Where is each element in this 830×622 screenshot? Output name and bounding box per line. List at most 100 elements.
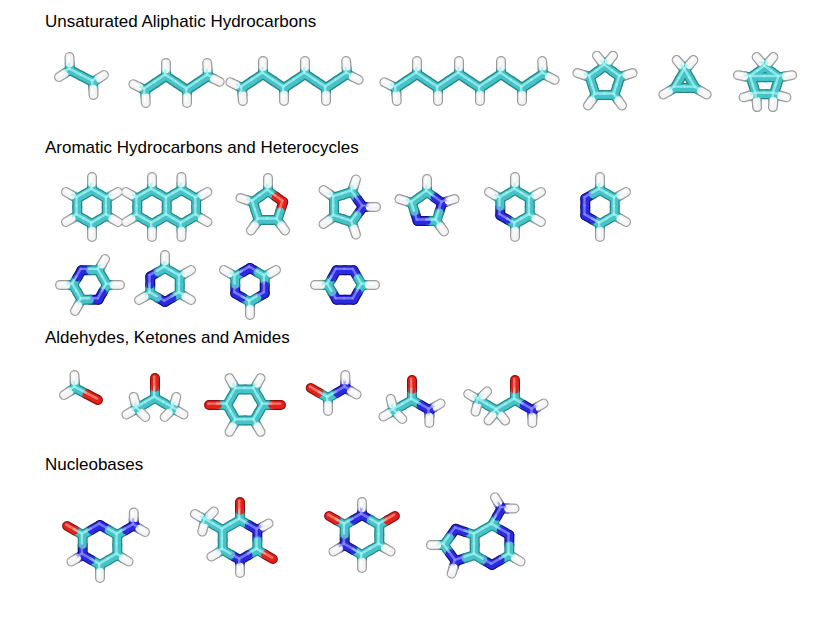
bond-stick xyxy=(583,206,585,215)
bond-stick xyxy=(589,70,597,76)
bond-stick xyxy=(89,268,98,270)
bond-stick xyxy=(336,268,345,270)
bond-stick xyxy=(272,401,281,409)
bond-stick xyxy=(164,296,171,300)
bond-stick xyxy=(248,549,257,554)
bond-stick xyxy=(163,402,172,407)
bond-stick xyxy=(439,202,442,211)
bond-stick xyxy=(81,544,83,554)
bond-stick xyxy=(360,501,362,508)
bond-stick xyxy=(178,275,180,284)
bond-stick xyxy=(535,191,541,194)
bond-stick xyxy=(60,280,67,290)
bond-stick xyxy=(507,506,514,508)
bond-stick xyxy=(250,224,254,229)
bond-stick xyxy=(65,217,71,220)
bond-stick xyxy=(342,190,351,193)
bond-stick xyxy=(67,56,70,62)
bond-stick xyxy=(213,524,222,529)
bond-stick xyxy=(303,60,305,67)
bond-stick xyxy=(420,404,429,409)
bond-stick xyxy=(126,410,131,413)
bond-stick xyxy=(248,307,250,314)
bond-stick xyxy=(614,85,617,94)
bond-stick xyxy=(324,93,326,100)
bond-stick xyxy=(145,397,154,402)
bond-stick xyxy=(81,268,90,270)
bond-stick xyxy=(234,292,241,296)
bond-stick xyxy=(467,393,472,396)
bond-stick xyxy=(98,291,102,298)
bond-stick xyxy=(91,524,100,529)
bond-stick xyxy=(81,297,90,299)
bond-stick xyxy=(258,396,263,404)
bond-stick xyxy=(487,404,496,409)
bond-stick xyxy=(410,389,412,399)
bond-stick xyxy=(333,193,342,196)
bond-stick xyxy=(239,554,248,559)
bond-stick xyxy=(234,271,241,275)
bond-stick xyxy=(523,404,532,409)
bond-stick xyxy=(499,214,506,218)
bond-stick xyxy=(149,292,156,296)
bond-layer xyxy=(58,54,791,576)
bond-stick xyxy=(344,268,353,270)
bond-stick xyxy=(584,214,591,218)
bond-stick xyxy=(357,276,361,283)
bond-stick xyxy=(496,404,505,409)
bond-stick xyxy=(252,201,255,210)
bond-stick xyxy=(164,62,166,69)
bond-stick xyxy=(264,553,272,558)
bond-stick xyxy=(608,54,612,59)
bond-stick xyxy=(327,284,331,291)
bond-stick xyxy=(75,197,77,206)
bond-stick xyxy=(267,217,276,219)
bond-stick xyxy=(163,254,165,261)
bond-stick xyxy=(258,217,267,219)
bond-stick xyxy=(108,554,117,559)
bond-stick xyxy=(241,80,252,87)
bond-stick xyxy=(271,402,280,404)
bond-stick xyxy=(344,544,353,549)
bond-stick xyxy=(151,218,158,222)
bond-stick xyxy=(443,536,449,544)
bond-stick xyxy=(331,269,335,276)
bond-stick xyxy=(238,565,240,572)
bond-stick xyxy=(263,275,265,284)
bond-stick xyxy=(353,269,357,276)
bond-stick xyxy=(244,418,253,420)
bond-stick xyxy=(370,544,379,549)
bond-stick xyxy=(351,213,357,221)
bond-stick xyxy=(157,267,164,271)
bond-stick xyxy=(262,73,273,80)
bond-stick xyxy=(353,178,355,184)
bond-stick xyxy=(315,281,322,289)
bond-stick xyxy=(592,189,599,193)
bond-stick xyxy=(114,280,121,290)
bond-stick xyxy=(72,284,76,291)
bond-stick xyxy=(361,514,370,519)
bond-stick xyxy=(201,217,207,220)
bond-stick xyxy=(333,547,339,550)
bond-stick xyxy=(153,377,155,387)
bond-stick xyxy=(257,271,264,275)
bond-stick xyxy=(370,519,379,524)
bond-stick xyxy=(181,218,188,222)
bond-stick xyxy=(511,80,522,87)
bond-stick xyxy=(235,418,244,420)
bond-stick xyxy=(607,214,614,218)
bond-stick xyxy=(194,197,196,206)
bond-stick xyxy=(266,177,268,184)
bond-stick xyxy=(105,197,107,206)
bond-stick xyxy=(508,505,515,513)
bond-stick xyxy=(208,402,217,404)
bond-stick xyxy=(231,411,236,419)
bond-stick xyxy=(448,198,454,200)
bond-stick xyxy=(165,197,167,206)
bond-stick xyxy=(522,193,529,197)
bond-stick xyxy=(179,176,181,183)
bond-stick xyxy=(451,566,453,572)
bond-stick xyxy=(84,189,91,193)
bond-stick xyxy=(98,269,102,276)
bond-stick xyxy=(505,399,514,404)
